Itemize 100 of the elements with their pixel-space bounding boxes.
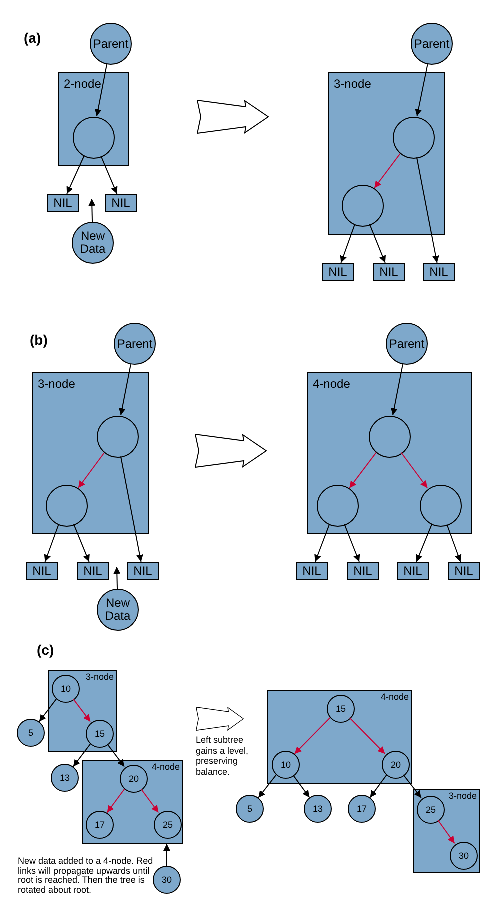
link-arrow: [78, 452, 106, 489]
panel-label: (b): [30, 331, 49, 350]
group-box: [413, 789, 480, 873]
node-text: NIL: [430, 266, 448, 278]
link-arrow: [340, 224, 356, 264]
group-box: [307, 372, 472, 534]
group-box: [58, 72, 129, 166]
link-arrow: [38, 698, 58, 722]
link-arrow: [374, 153, 401, 189]
link-arrow: [164, 844, 170, 866]
node-text: NIL: [404, 564, 422, 578]
link-arrow: [114, 566, 121, 590]
node-text: NIL: [354, 564, 372, 578]
link-arrow: [292, 774, 310, 798]
nil-box: [105, 194, 137, 212]
nil-box: [397, 562, 429, 580]
link-arrow: [106, 788, 126, 814]
link-arrow: [403, 774, 422, 798]
group-label: 4-node: [313, 377, 350, 391]
node-text: NIL: [84, 564, 102, 578]
link-arrow: [369, 224, 386, 264]
link-arrow: [438, 820, 456, 844]
group-label: 3-node: [448, 791, 477, 802]
link-arrow: [118, 364, 132, 416]
link-arrow: [294, 718, 331, 754]
node-text: 5: [247, 804, 252, 814]
nil-box: [448, 562, 480, 580]
node-text: 17: [356, 804, 367, 814]
nil-box: [423, 263, 455, 281]
node-text: New Data: [79, 230, 107, 256]
node-text: NIL: [328, 266, 348, 278]
note-text: Left subtree gains a level, preserving balance.: [196, 735, 250, 777]
nil-box: [127, 562, 159, 580]
nil-box: [26, 562, 58, 580]
group-label: 3-node: [86, 672, 114, 683]
node-text: 13: [312, 804, 323, 814]
group-label: 4-node: [152, 762, 180, 773]
group-label: 3-node: [334, 77, 372, 91]
link-arrow: [349, 452, 377, 489]
link-arrow: [72, 698, 92, 722]
link-arrow: [106, 744, 126, 768]
panel-label: (a): [24, 29, 42, 48]
nil-box: [347, 562, 379, 580]
node-text: 20: [128, 774, 139, 784]
link-arrow: [416, 157, 440, 264]
group-label: 4-node: [380, 692, 409, 703]
node-text: Parent: [93, 38, 129, 50]
node-text: Parent: [389, 338, 425, 350]
node-text: 15: [94, 729, 105, 739]
group-label: 2-node: [64, 77, 102, 91]
panel-label: (c): [37, 641, 56, 660]
node-text: 25: [426, 805, 436, 815]
nil-box: [373, 263, 405, 281]
group-box: [328, 72, 445, 235]
group-label: 3-node: [38, 377, 76, 391]
group-box: [48, 670, 117, 752]
node-text: 5: [28, 728, 34, 738]
link-arrow: [44, 524, 60, 562]
group-box: [32, 372, 149, 534]
nil-box: [47, 194, 79, 212]
link-arrow: [120, 456, 144, 562]
node-text: New Data: [104, 597, 132, 623]
link-arrow: [446, 524, 462, 562]
node-text: NIL: [454, 564, 474, 578]
node-text: NIL: [134, 564, 152, 578]
node-text: NIL: [112, 196, 130, 210]
node-text: NIL: [380, 266, 398, 278]
link-arrow: [370, 774, 388, 798]
link-arrow: [73, 524, 90, 562]
node-text: 30: [162, 875, 172, 885]
node-text: 17: [94, 820, 105, 830]
link-arrow: [344, 524, 360, 562]
node-text: Parent: [414, 38, 450, 50]
group-box: [267, 690, 412, 784]
node-text: 13: [60, 773, 70, 783]
link-arrow: [314, 524, 330, 562]
link-arrow: [94, 64, 108, 117]
link-arrow: [100, 156, 118, 194]
node-text: NIL: [32, 564, 52, 578]
link-arrow: [415, 64, 428, 117]
node-text: 15: [336, 704, 346, 714]
link-arrow: [258, 774, 277, 798]
node-text: 30: [458, 851, 469, 861]
nil-box: [296, 562, 328, 580]
link-arrow: [140, 788, 160, 814]
link-arrow: [88, 198, 96, 222]
group-box: [82, 760, 183, 844]
nil-box: [77, 562, 109, 580]
node-text: NIL: [54, 196, 72, 210]
node-text: 25: [162, 820, 173, 830]
note-text: New data added to a 4-node. Red links will propagate upwards until root is reached. Then the tree is rotated about root.: [18, 857, 154, 896]
node-text: 20: [390, 760, 401, 770]
node-text: NIL: [302, 564, 322, 578]
link-arrow: [72, 744, 92, 768]
node-text: 10: [60, 684, 71, 694]
link-arrow: [349, 718, 386, 754]
nil-box: [322, 263, 354, 281]
link-arrow: [400, 452, 428, 489]
link-arrow: [390, 364, 404, 416]
link-arrow: [416, 524, 433, 562]
